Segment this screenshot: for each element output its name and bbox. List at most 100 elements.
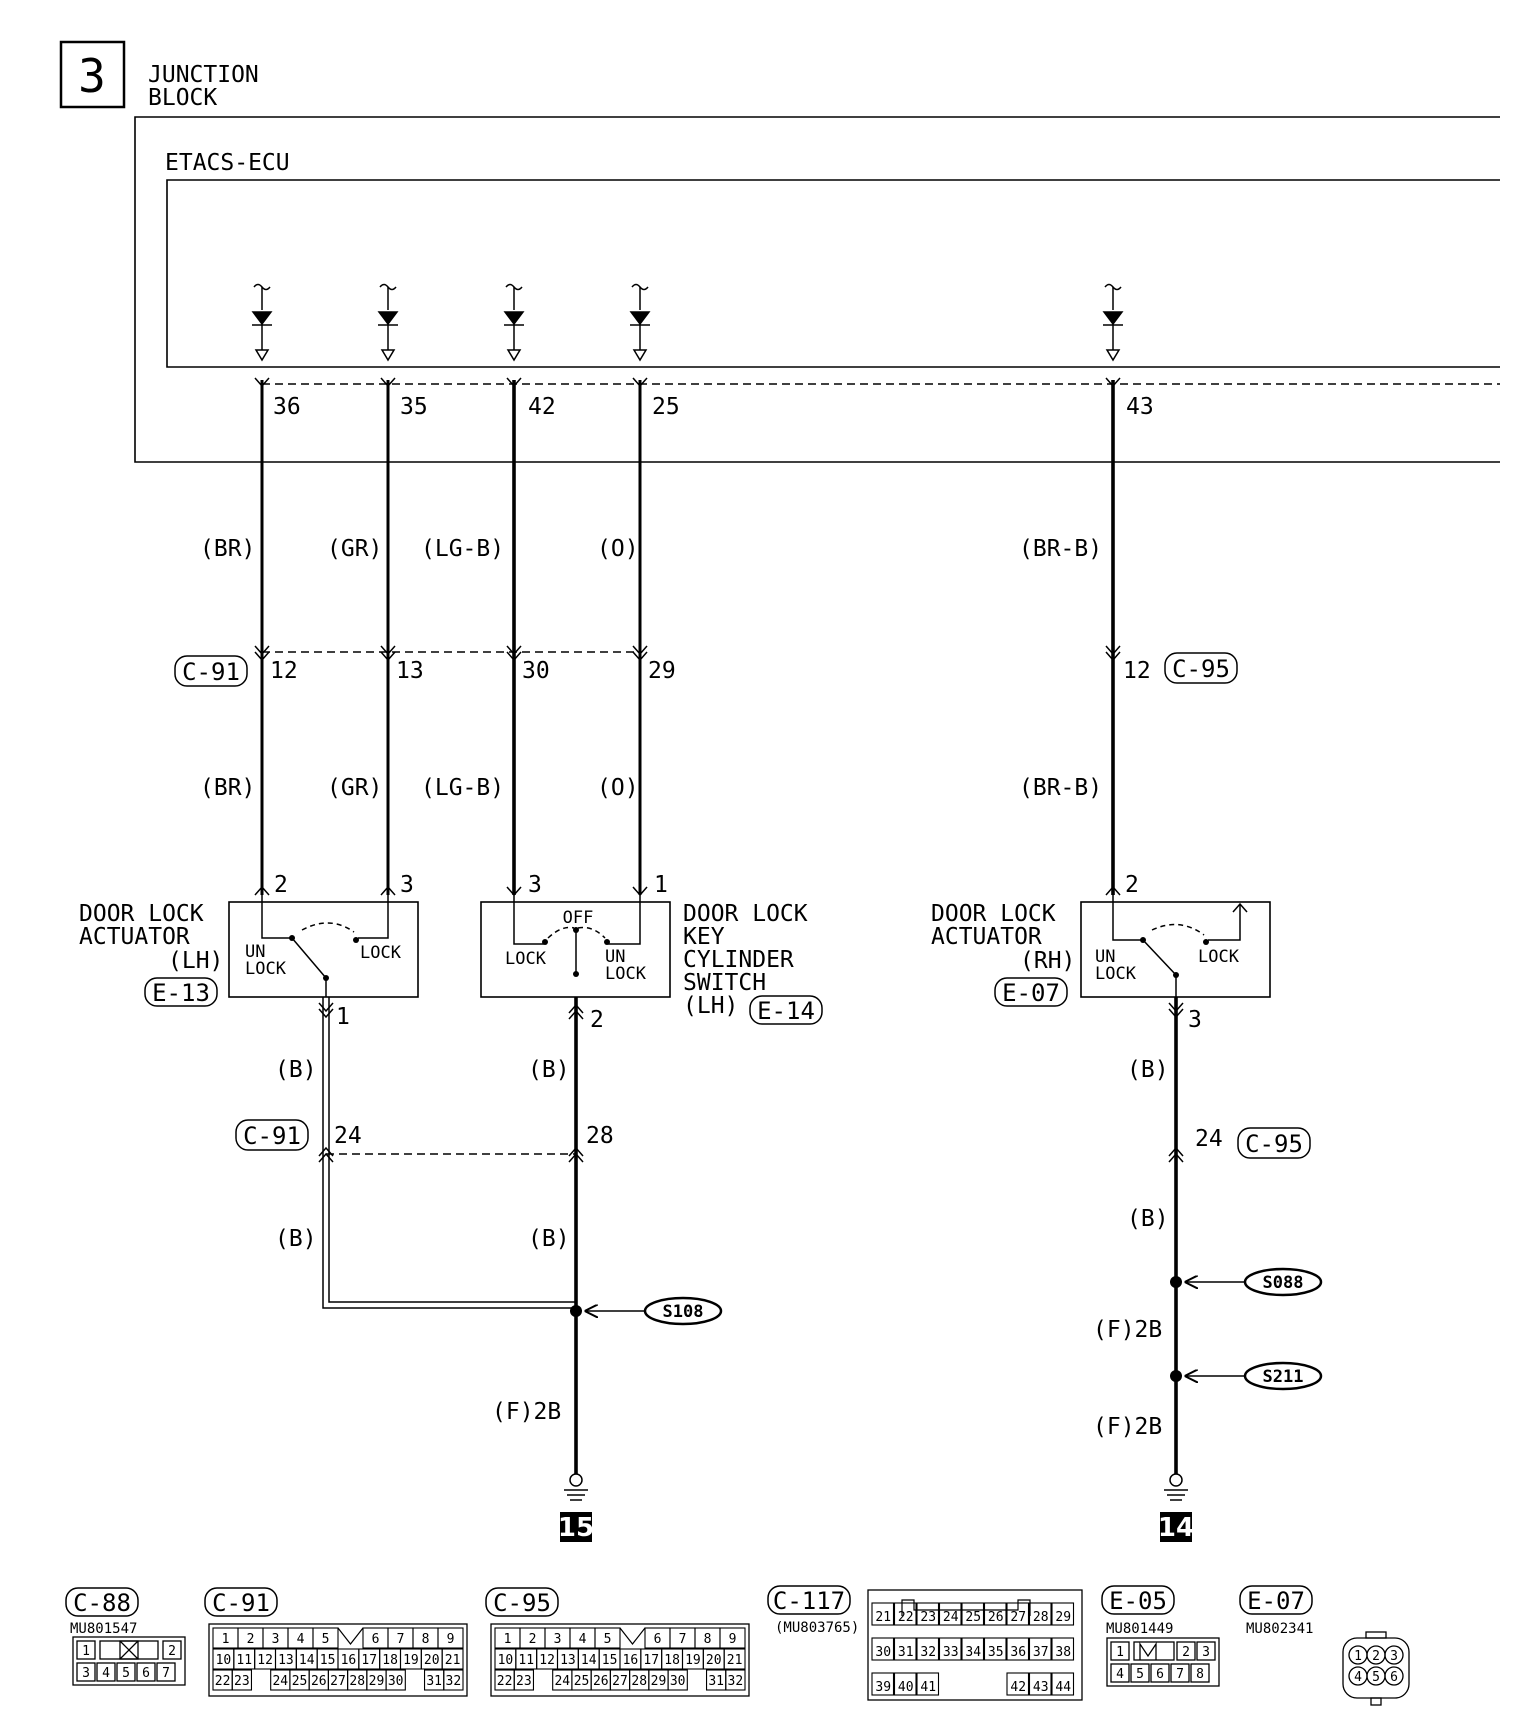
junction-block-label: JUNCTION	[148, 62, 259, 88]
actuator-lh-un: UN	[245, 942, 265, 962]
legend-c88-diagram	[72, 1636, 186, 1686]
c91-pin-28: 28	[586, 1123, 614, 1149]
actuator-rh-pin-3: 3	[1188, 1007, 1202, 1033]
c117-key	[901, 1599, 1031, 1616]
legend-e05-diagram	[1106, 1637, 1220, 1687]
c117-pin-cell	[916, 1637, 940, 1661]
ground-left-icon	[564, 1473, 588, 1501]
e07-cell: 6	[1390, 1670, 1398, 1685]
c95-pin-number: 10	[498, 1653, 514, 1668]
actuator-lh-lock: LOCK	[360, 943, 402, 963]
c88-cell: 5	[122, 1666, 130, 1681]
c117-pin-number: 38	[1055, 1645, 1071, 1660]
c95-pin-number: 24	[554, 1674, 570, 1689]
c95-lower-tag: C-95	[1245, 1130, 1303, 1158]
e05-cell: 4	[1116, 1667, 1124, 1682]
c91-pin-number: 21	[445, 1653, 461, 1668]
legend-e07-tag-box	[1239, 1585, 1313, 1615]
c95-pin-number: 20	[706, 1653, 722, 1668]
legend-c88-tag-box	[65, 1587, 139, 1617]
wire-actuator-lh-ground	[322, 997, 575, 1309]
c95-pin-12: 12	[1123, 658, 1151, 684]
c117-pin-cell	[1051, 1602, 1075, 1626]
key-switch-off: OFF	[563, 908, 594, 928]
c117-pin-cell	[893, 1637, 917, 1661]
e14-tag: E-14	[757, 997, 815, 1025]
c117-pin-number: 23	[920, 1610, 936, 1625]
key-switch-title-1: DOOR LOCK	[683, 901, 808, 927]
c95-pin-cell	[667, 1669, 688, 1691]
splice-s088-label: S088	[1263, 1273, 1304, 1293]
diode-36-icon	[251, 283, 273, 362]
wire-color-b-3: (B)	[1127, 1057, 1169, 1083]
legend-c117-tag-box	[767, 1585, 851, 1615]
e05-cell: 7	[1176, 1667, 1184, 1682]
c117-pin-number: 36	[1010, 1645, 1026, 1660]
e05-cell: 2	[1182, 1645, 1190, 1660]
legend-e07-tag: E-07	[1247, 1587, 1305, 1615]
c91-tag: C-91	[182, 658, 240, 686]
diode-43-icon	[1102, 283, 1124, 362]
c95-pin-number: 21	[727, 1653, 743, 1668]
key-switch-title-2: KEY	[683, 924, 725, 950]
c91-pin-number: 6	[372, 1632, 380, 1647]
c88-cell: 1	[82, 1644, 90, 1659]
c95-pin-number: 22	[497, 1674, 513, 1689]
wire-color-o: (O)	[597, 536, 639, 562]
c95-pin-cell	[725, 1669, 746, 1691]
page-number: 3	[78, 49, 106, 103]
junction-block-outline	[134, 116, 1500, 463]
c117-pin-cell	[871, 1637, 895, 1661]
c91-pin-number: 18	[382, 1653, 398, 1668]
key-switch-pin-2: 2	[590, 1007, 604, 1033]
door-lock-key-cylinder-switch	[480, 886, 671, 998]
c117-pin-cell	[893, 1602, 917, 1626]
c95-pin-number: 4	[579, 1632, 587, 1647]
c95-pin-cell	[594, 1627, 621, 1649]
c95-pin-number: 27	[612, 1674, 628, 1689]
c95-pin-number: 12	[539, 1653, 555, 1668]
wire-color-lg-b-2: (LG-B)	[421, 775, 504, 801]
c95-pin-number: 29	[651, 1674, 667, 1689]
c91-key	[337, 1627, 364, 1645]
key-switch-pin-1: 1	[654, 872, 668, 898]
ground-right-label: 14	[1158, 1513, 1194, 1543]
c117-pin-cell	[1006, 1672, 1030, 1696]
c95-pin-number: 13	[560, 1653, 576, 1668]
legend-c117-part: (MU803765)	[775, 1620, 859, 1636]
c95-pin-number: 31	[708, 1674, 724, 1689]
c117-pin-number: 40	[898, 1680, 914, 1695]
ecu-pin-43: 43	[1126, 394, 1154, 420]
key-switch-pin-3: 3	[528, 872, 542, 898]
c91-pin-number: 13	[278, 1653, 294, 1668]
key-switch-title-3: CYLINDER	[683, 947, 794, 973]
c95-pin-number: 19	[685, 1653, 701, 1668]
legend-e07-diagram	[1342, 1631, 1410, 1706]
c91-pin-number: 16	[341, 1653, 357, 1668]
c91-lower-tag: C-91	[243, 1122, 301, 1150]
c95-pin-cell	[513, 1669, 535, 1691]
c117-pin-number: 21	[875, 1610, 891, 1625]
c91-pin-29: 29	[648, 658, 676, 684]
c95-lower-tag-box	[1237, 1127, 1311, 1159]
c91-pin-number: 20	[424, 1653, 440, 1668]
c91-pin-number: 31	[426, 1674, 442, 1689]
wire-color-b-4: (B)	[275, 1226, 317, 1252]
wire-color-b-6: (B)	[1127, 1206, 1169, 1232]
splice-s211-label: S211	[1263, 1367, 1304, 1387]
wire-color-gr: (GR)	[327, 536, 382, 562]
splice-s108-label: S108	[663, 1302, 704, 1322]
e07-tag-box	[994, 977, 1068, 1007]
c91-pin-number: 2	[247, 1632, 255, 1647]
c95-key	[619, 1627, 646, 1645]
key-switch-un: UN	[605, 947, 625, 967]
pin1-chevrons	[318, 1002, 334, 1019]
c117-pin-number: 30	[875, 1645, 891, 1660]
c91-pin-number: 3	[272, 1632, 280, 1647]
key-switch-title-5: (LH)	[683, 993, 738, 1019]
ground-right-badge	[1160, 1512, 1192, 1542]
wire-color-br-2: (BR)	[200, 775, 255, 801]
wire-color-f2b-1: (F)2B	[492, 1399, 561, 1425]
c91-pin-number: 9	[447, 1632, 455, 1647]
